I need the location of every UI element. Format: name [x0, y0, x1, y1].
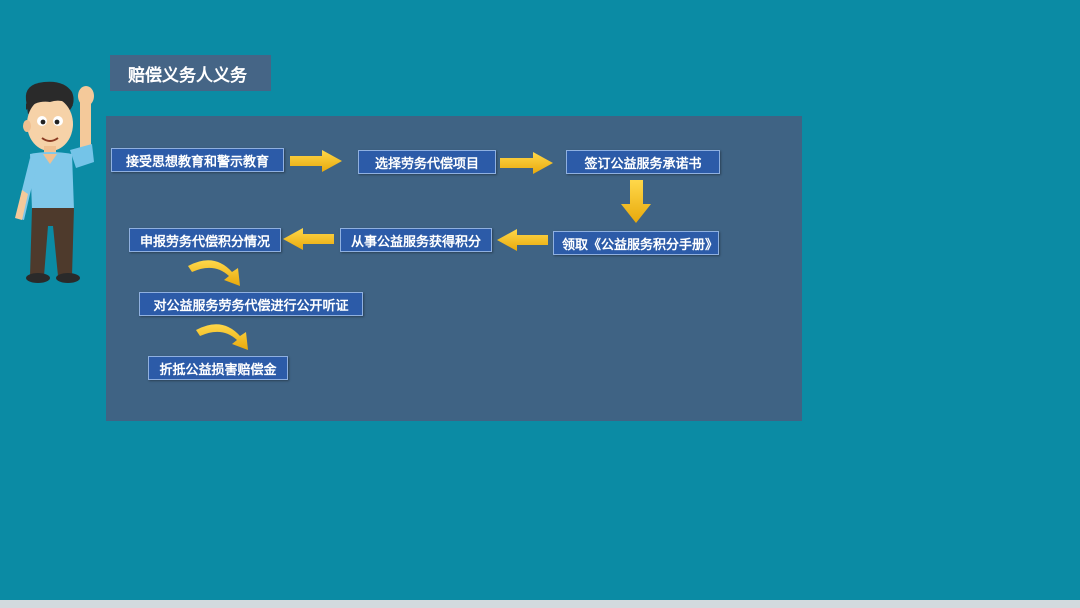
step-2: 选择劳务代偿项目	[358, 150, 496, 174]
step-5: 从事公益服务获得积分	[340, 228, 492, 252]
cartoon-man-waving-icon	[15, 81, 94, 283]
slide-title: 赔偿义务人义务	[110, 55, 271, 91]
step-6: 申报劳务代偿积分情况	[129, 228, 281, 252]
step-8: 折抵公益损害赔偿金	[148, 356, 288, 380]
bottom-strip	[0, 600, 1080, 608]
step-1: 接受思想教育和警示教育	[111, 148, 284, 172]
step-4: 领取《公益服务积分手册》	[553, 231, 719, 255]
step-3: 签订公益服务承诺书	[566, 150, 720, 174]
step-7: 对公益服务劳务代偿进行公开听证	[139, 292, 363, 316]
slide-title-text: 赔偿义务人义务	[128, 65, 247, 86]
